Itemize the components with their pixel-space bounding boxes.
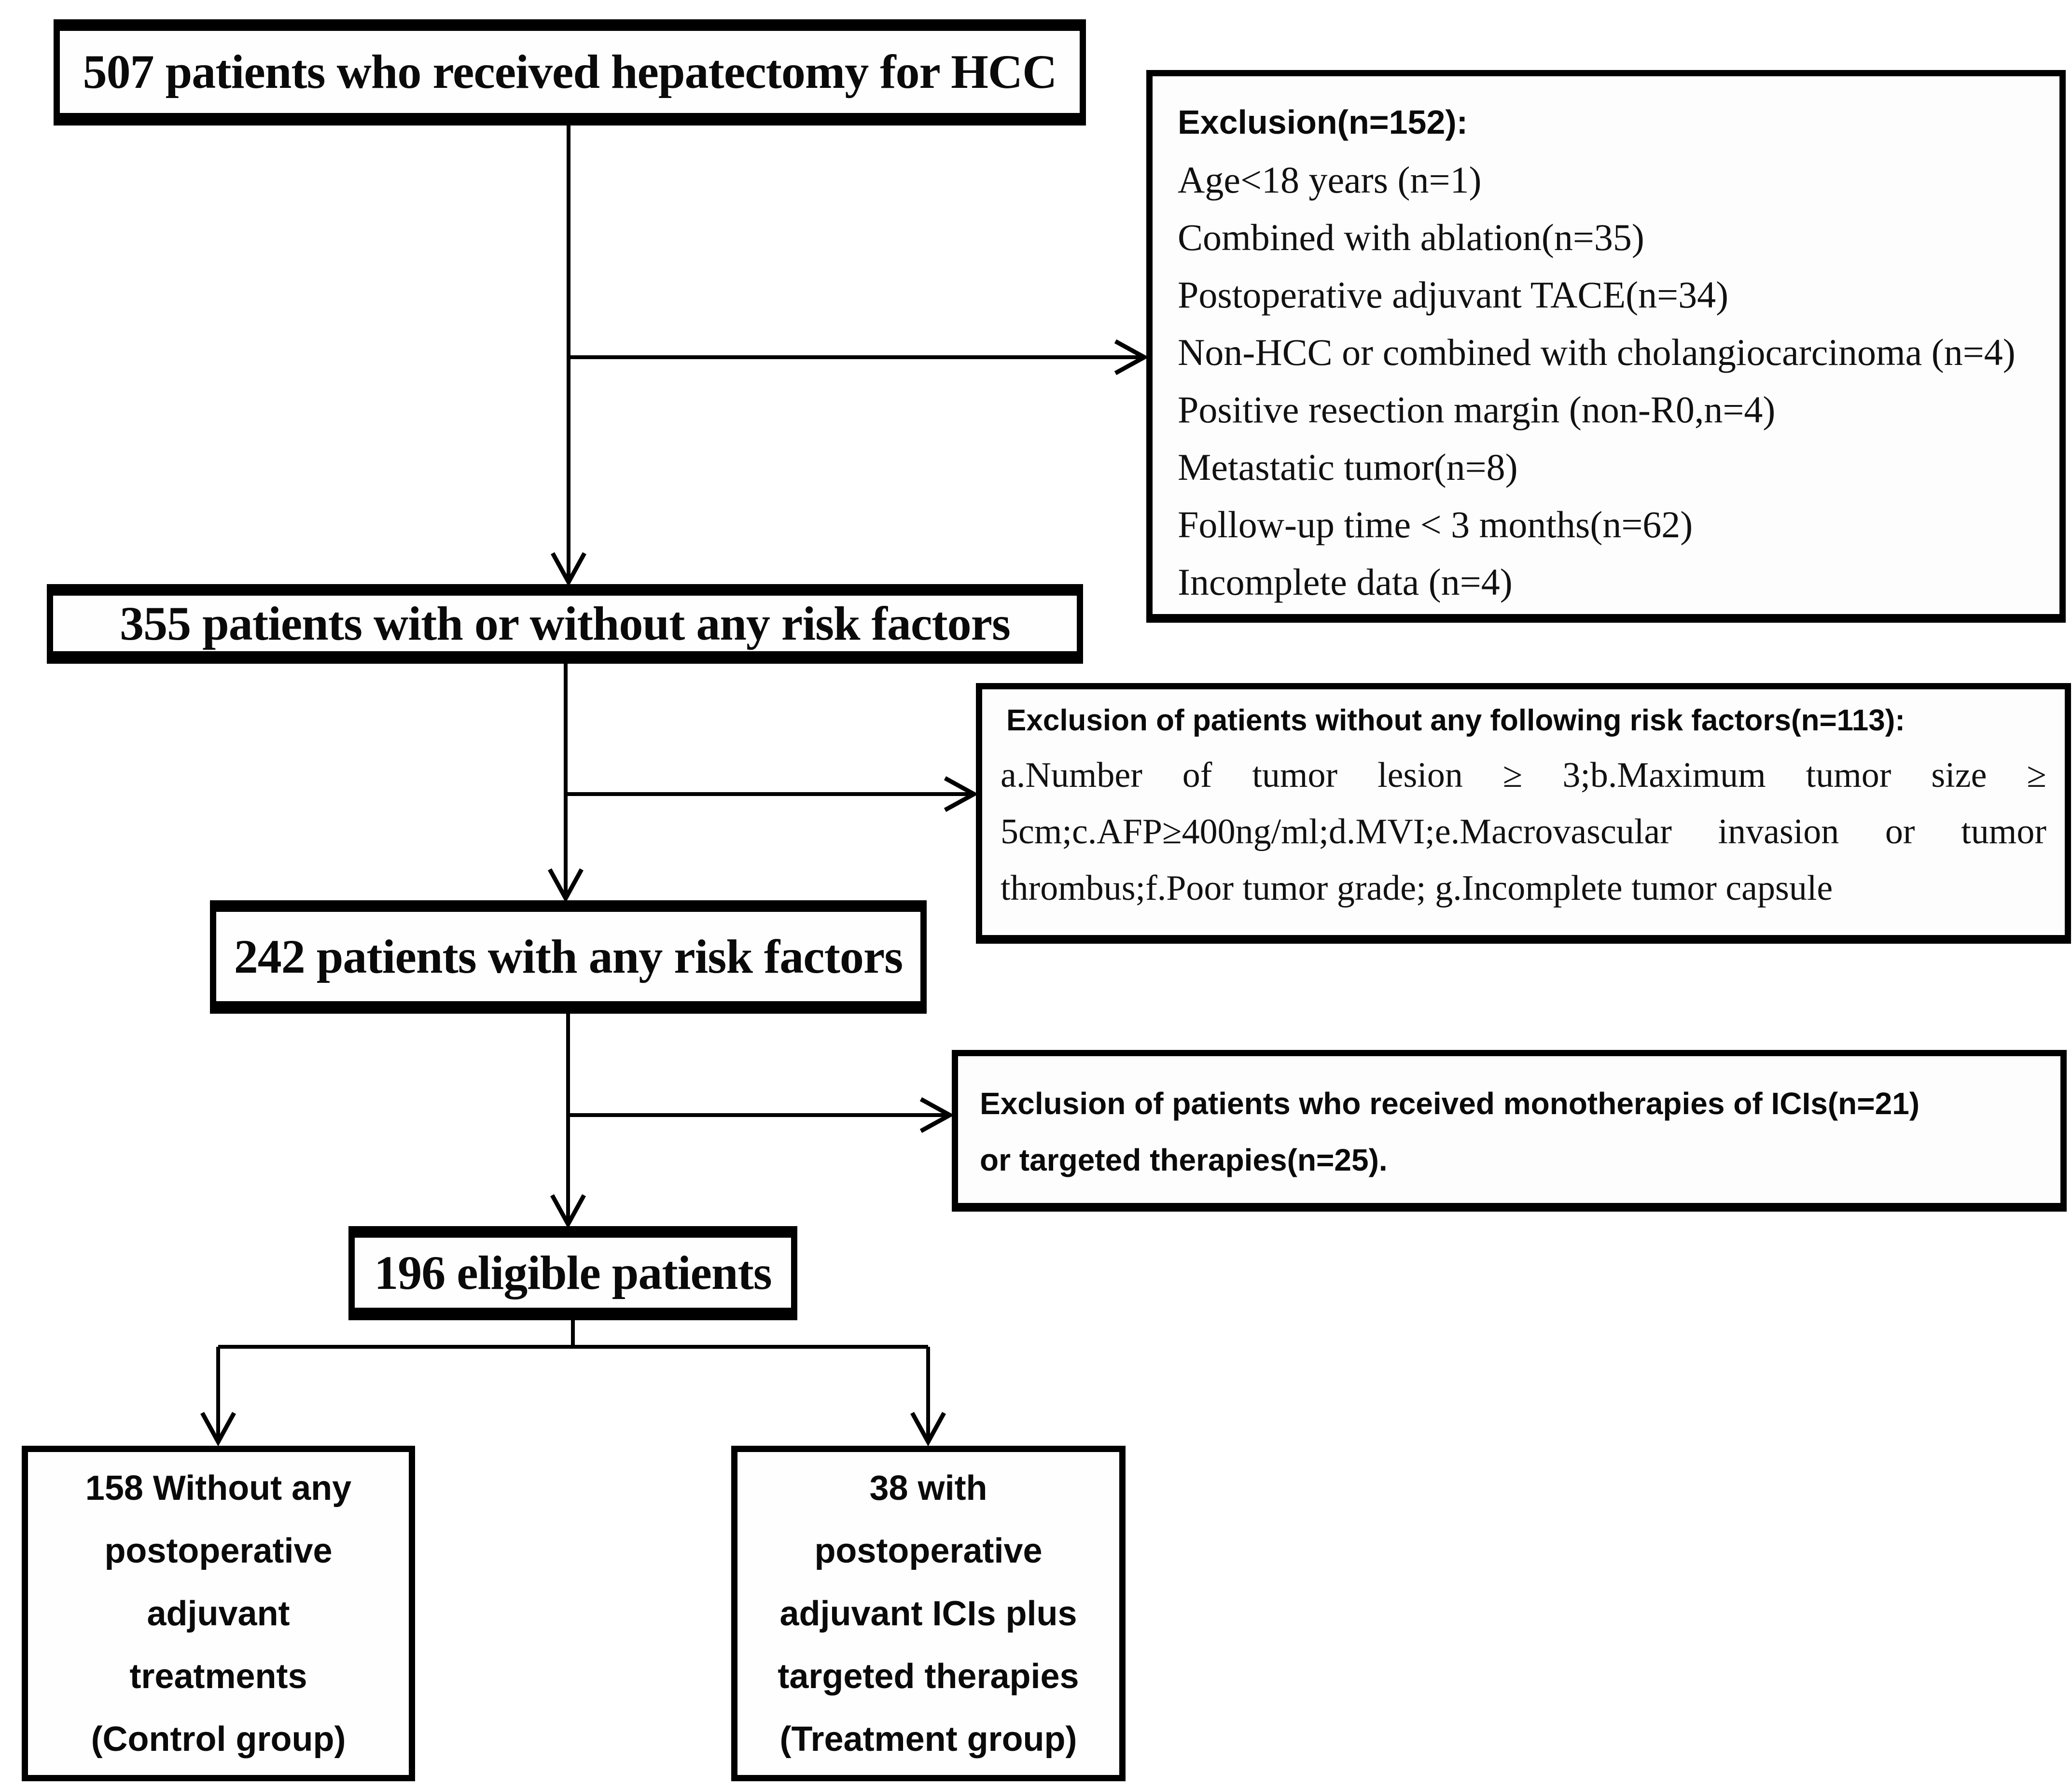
box-control-group: 158 Without any postoperative adjuvant t…	[22, 1446, 415, 1781]
box-355-label: 355 patients with or without any risk fa…	[120, 596, 1011, 650]
control-group-line: postoperative	[104, 1532, 333, 1570]
exclusion-2-header: Exclusion of patients without any follow…	[1006, 704, 1905, 737]
exclusion-2-box: Exclusion of patients without any follow…	[976, 683, 2071, 944]
treatment-group-line: targeted therapies	[778, 1657, 1079, 1696]
arrowhead-right-exclusion-2	[944, 776, 979, 812]
control-group-line: treatments	[129, 1657, 307, 1696]
exclusion-1-item: Age<18 years (n=1)	[1178, 159, 1482, 201]
box-242-label: 242 patients with any risk factors	[234, 929, 903, 983]
exclusion-3-box: Exclusion of patients who received monot…	[952, 1050, 2067, 1212]
arrowhead-right-exclusion-3	[919, 1097, 955, 1133]
exclusion-1-item: Follow-up time < 3 months(n=62)	[1178, 503, 1693, 545]
treatment-group-line: 38 with	[869, 1469, 987, 1508]
exclusion-3-line: or targeted therapies(n=25).	[980, 1143, 1388, 1177]
treatment-group-line: postoperative	[814, 1532, 1043, 1570]
exclusion-1-item: Positive resection margin (non-R0,n=4)	[1178, 389, 1776, 431]
exclusion-1-box: Exclusion(n=152): Age<18 years (n=1) Com…	[1146, 70, 2066, 623]
exclusion-1-item: Postoperative adjuvant TACE(n=34)	[1178, 274, 1729, 316]
arrowhead-right-exclusion-1	[1114, 339, 1149, 375]
box-242-patients: 242 patients with any risk factors	[210, 900, 927, 1014]
treatment-group-line: (Treatment group)	[779, 1720, 1077, 1759]
exclusion-1-header: Exclusion(n=152):	[1178, 103, 1468, 141]
control-group-line: 158 Without any	[85, 1469, 352, 1508]
control-group-line: (Control group)	[91, 1720, 346, 1759]
exclusion-2-line: thrombus;f.Poor tumor grade; g.Incomplet…	[1001, 868, 1833, 908]
exclusion-1-item: Incomplete data (n=4)	[1178, 561, 1513, 603]
arrowhead-down-355	[551, 552, 586, 587]
exclusion-1-item: Metastatic tumor(n=8)	[1178, 446, 1518, 488]
box-355-patients: 355 patients with or without any risk fa…	[47, 584, 1083, 664]
treatment-group-line: adjuvant ICIs plus	[779, 1594, 1077, 1633]
exclusion-2-line: a.Number of tumor lesion ≥ 3;b.Maximum t…	[1001, 755, 2046, 795]
box-507-patients: 507 patients who received hepatectomy fo…	[54, 19, 1086, 126]
box-treatment-group: 38 with postoperative adjuvant ICIs plus…	[731, 1446, 1126, 1781]
box-196-label: 196 eligible patients	[374, 1245, 772, 1299]
arrowhead-down-control	[200, 1411, 236, 1447]
arrowhead-down-treatment	[910, 1411, 946, 1447]
box-507-label: 507 patients who received hepatectomy fo…	[83, 45, 1057, 98]
exclusion-1-item: Non-HCC or combined with cholangiocarcin…	[1178, 331, 2016, 373]
arrowhead-down-196	[550, 1194, 586, 1229]
arrowhead-down-242	[548, 868, 584, 903]
exclusion-1-item: Combined with ablation(n=35)	[1178, 216, 1644, 258]
box-196-eligible: 196 eligible patients	[348, 1226, 797, 1320]
exclusion-3-line: Exclusion of patients who received monot…	[980, 1086, 1920, 1121]
exclusion-2-line: 5cm;c.AFP≥400ng/ml;d.MVI;e.Macrovascular…	[1001, 812, 2046, 852]
control-group-line: adjuvant	[147, 1594, 290, 1633]
